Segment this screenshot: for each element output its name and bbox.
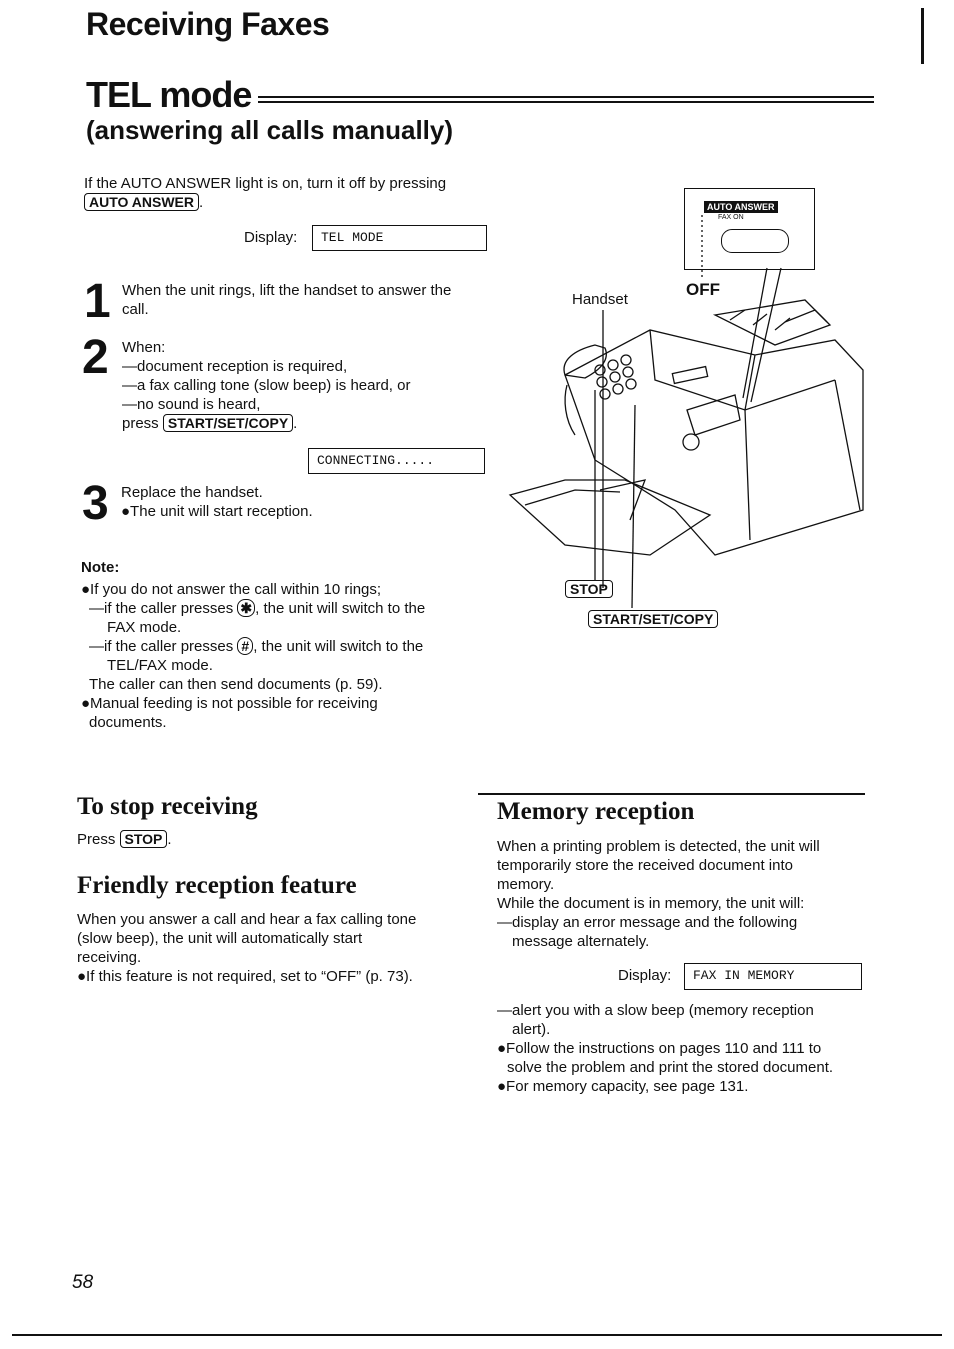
lcd-display: TEL MODE bbox=[312, 225, 487, 251]
fax-machine-illustration bbox=[508, 215, 864, 609]
panel-inset: AUTO ANSWER FAX ON bbox=[684, 188, 815, 270]
friendly-reception-heading: Friendly reception feature bbox=[77, 872, 357, 899]
star-key: ✱ bbox=[237, 599, 256, 617]
mode-title: TEL mode bbox=[86, 74, 252, 115]
auto-answer-panel-label: AUTO ANSWER bbox=[704, 201, 778, 213]
page-number: 58 bbox=[72, 1272, 94, 1293]
note-heading: Note: bbox=[81, 559, 120, 576]
step-2-text: When: —document reception is required, —… bbox=[122, 339, 411, 432]
off-label: OFF bbox=[686, 280, 720, 299]
display-label: Display: bbox=[618, 967, 672, 984]
handset-label: Handset bbox=[572, 291, 628, 308]
footer-rule bbox=[12, 1334, 942, 1336]
lcd-display: FAX IN MEMORY bbox=[684, 963, 862, 990]
step-3-text: Replace the handset. ●The unit will star… bbox=[121, 484, 313, 520]
memory-reception-text: When a printing problem is detected, the… bbox=[497, 838, 820, 950]
friendly-reception-text: When you answer a call and hear a fax ca… bbox=[77, 911, 417, 985]
stop-key: STOP bbox=[119, 830, 168, 848]
section-title: Receiving Faxes bbox=[86, 6, 330, 42]
intro-text: If the AUTO ANSWER light is on, turn it … bbox=[84, 175, 447, 192]
fax-on-label: FAX ON bbox=[718, 214, 744, 221]
step-number: 2 bbox=[82, 331, 109, 384]
auto-answer-key: AUTO ANSWER bbox=[84, 193, 199, 211]
mode-subtitle: (answering all calls manually) bbox=[86, 115, 454, 145]
memory-reception-heading: Memory reception bbox=[497, 798, 695, 825]
start-set-copy-key: START/SET/COPY bbox=[588, 610, 719, 628]
auto-answer-button-icon bbox=[721, 229, 789, 253]
stop-key: STOP bbox=[565, 580, 613, 598]
intro-key-line: AUTO ANSWER. bbox=[84, 193, 203, 212]
edge-tab-mark bbox=[921, 8, 924, 64]
figure-start-callout: START/SET/COPY bbox=[588, 610, 719, 629]
hash-key: # bbox=[237, 637, 254, 655]
memory-reception-text-2: —alert you with a slow beep (memory rece… bbox=[497, 1002, 834, 1095]
figure-stop-callout: STOP bbox=[565, 580, 613, 599]
stop-receiving-heading: To stop receiving bbox=[77, 793, 258, 820]
step-1-text: When the unit rings, lift the handset to… bbox=[122, 282, 452, 318]
step-number: 3 bbox=[82, 477, 109, 530]
lcd-display: CONNECTING..... bbox=[308, 448, 485, 474]
display-label: Display: bbox=[244, 229, 298, 246]
section-divider bbox=[478, 793, 865, 795]
note-body: ●If you do not answer the call within 10… bbox=[81, 581, 426, 731]
stop-receiving-text: Press STOP. bbox=[77, 830, 172, 848]
title-rule bbox=[258, 96, 874, 103]
start-set-copy-key: START/SET/COPY bbox=[162, 414, 294, 432]
step-number: 1 bbox=[84, 275, 111, 328]
